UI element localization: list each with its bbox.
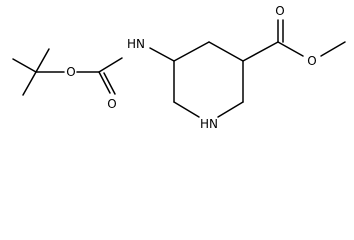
atom-label-ester-carbonyl-oxygen: O [275, 4, 284, 18]
atom-label-carbamate-carbonyl-oxygen: O [107, 97, 116, 111]
piperidine-ring [173, 41, 244, 118]
ester-carbonyl-oxygen-label: O [275, 4, 284, 18]
bond [320, 41, 346, 57]
tert-butyl-group [12, 48, 65, 96]
ring-nitrogen-label: HN [200, 117, 218, 131]
methyl-ester-group [242, 19, 346, 62]
bond [98, 57, 123, 73]
bond [149, 47, 175, 62]
atom-label-ester-ether-oxygen: O [307, 54, 316, 68]
ester-ether-oxygen-label: O [307, 54, 316, 68]
bond [35, 48, 50, 73]
bond [12, 58, 37, 73]
bond [98, 71, 111, 94]
bond [217, 101, 244, 118]
carbamate-nitrogen-label: HN [127, 37, 145, 51]
bond [173, 41, 210, 62]
atom-label-carbamate-nitrogen: HN [127, 37, 145, 51]
carbamate-group [76, 47, 175, 95]
bond [173, 101, 200, 118]
bond [277, 41, 304, 57]
bond [208, 41, 244, 62]
bond [242, 41, 279, 62]
bond [22, 71, 37, 96]
atom-label-carbamate-ether-oxygen: O [66, 65, 75, 79]
carbamate-ether-oxygen-label: O [66, 65, 75, 79]
chemical-structure: O O HN O O HN [12, 4, 346, 131]
carbamate-carbonyl-oxygen-label: O [107, 97, 116, 111]
atom-label-ring-nitrogen: HN [200, 117, 218, 131]
bond [103, 72, 116, 95]
